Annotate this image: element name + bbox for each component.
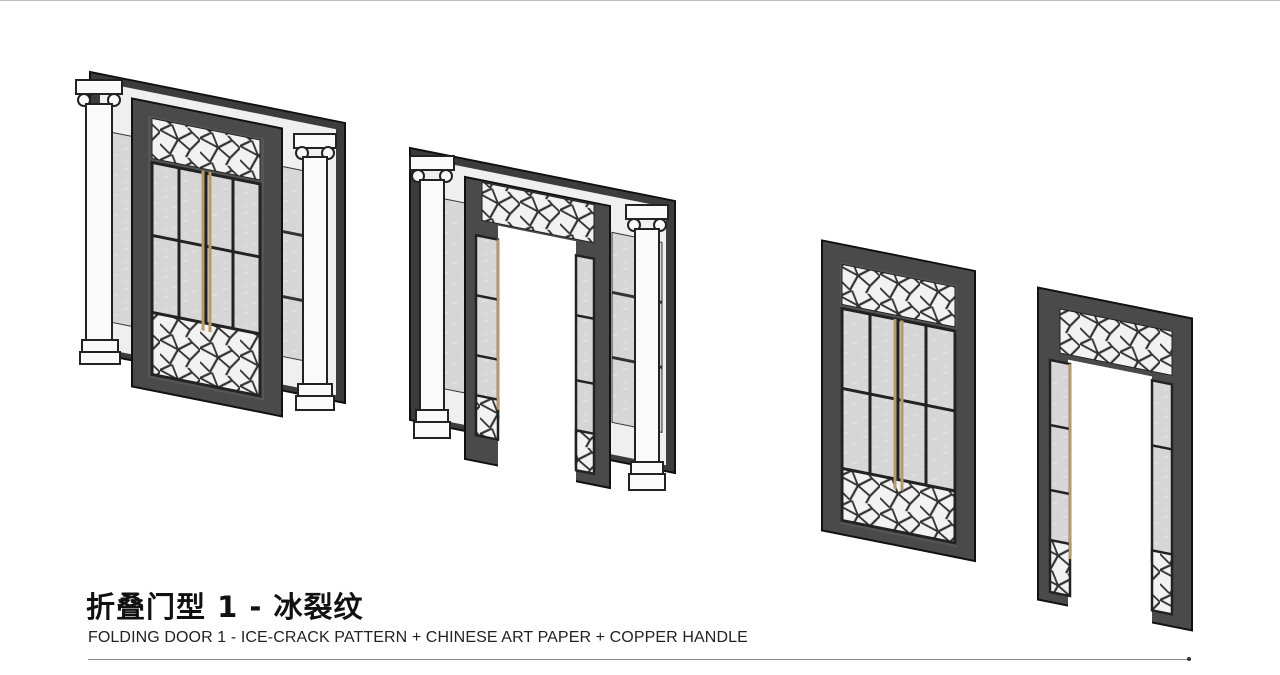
slide-subtitle: FOLDING DOOR 1 - ICE-CRACK PATTERN + CHI… bbox=[88, 629, 748, 646]
column-left bbox=[409, 155, 455, 439]
slide-title: 折叠门型 1 - 冰裂纹 bbox=[86, 590, 364, 624]
closed-door-with-columns bbox=[75, 70, 346, 418]
column-right bbox=[293, 133, 337, 411]
bottom-divider bbox=[88, 659, 1188, 660]
column-right bbox=[625, 204, 669, 491]
divider-end-dot bbox=[1187, 657, 1191, 661]
open-door-frame bbox=[1037, 286, 1193, 632]
open-door-with-columns bbox=[409, 146, 676, 492]
column-left bbox=[75, 79, 123, 365]
top-divider bbox=[0, 0, 1280, 1]
closed-door-frame bbox=[821, 239, 976, 563]
